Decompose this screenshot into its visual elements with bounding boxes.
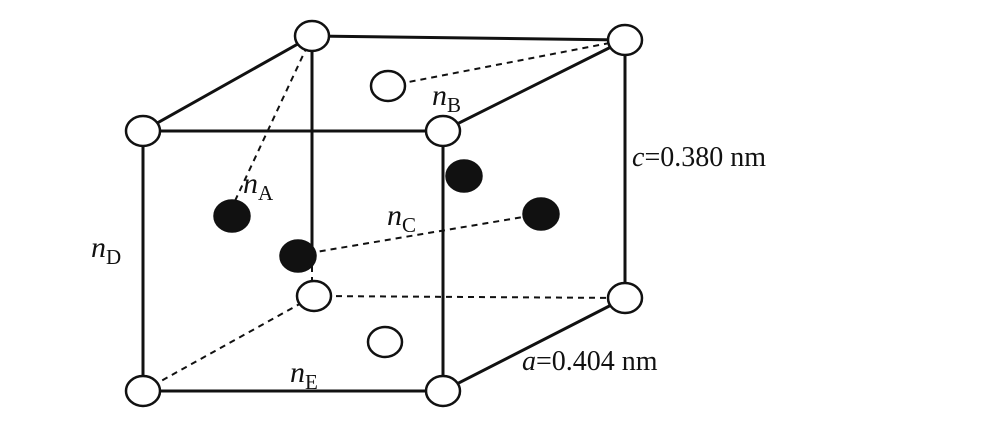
- atom-corner-top-front-left: [124, 114, 162, 148]
- atom-corner-bottom-front-right: [424, 374, 462, 408]
- edge-top-right: [441, 38, 627, 133]
- dash-bottom-back: [313, 295, 626, 299]
- atom-corner-top-front-right: [424, 114, 462, 148]
- label-n-e: nE: [290, 356, 318, 394]
- edge-top-left: [141, 34, 314, 133]
- open-atoms: [124, 19, 644, 408]
- site-labels: nA nB nC nD nE: [91, 79, 461, 394]
- label-n-b: nB: [432, 79, 461, 117]
- dash-n-a: [233, 35, 313, 204]
- label-n-d: nD: [91, 231, 121, 269]
- atom-corner-bottom-front-left: [124, 374, 162, 408]
- edge-top-back: [310, 34, 627, 42]
- dimension-labels: c=0.380 nm a=0.404 nm: [522, 142, 766, 377]
- atom-corner-top-back-right: [606, 23, 644, 57]
- atom-face-front-center: [445, 159, 483, 193]
- dash-n-b: [387, 39, 626, 87]
- atom-face-bottom-center: [366, 325, 404, 359]
- atom-corner-bottom-back-left: [295, 279, 333, 313]
- atom-corner-bottom-back-right: [606, 281, 644, 315]
- label-dimension-c: c=0.380 nm: [632, 142, 766, 173]
- label-n-a: nA: [243, 167, 274, 205]
- atom-face-top-center: [369, 69, 407, 103]
- dash-bottom-left: [142, 295, 315, 392]
- atom-face-right-center: [522, 197, 560, 231]
- filled-atoms: [213, 159, 560, 273]
- atom-face-back-center: [279, 239, 317, 273]
- label-dimension-a: a=0.404 nm: [522, 346, 658, 377]
- atom-face-left-center: [213, 199, 251, 233]
- dash-n-c: [297, 213, 542, 256]
- cube-edges: [141, 34, 627, 393]
- label-n-c: nC: [387, 199, 416, 237]
- atom-corner-top-back-left: [293, 19, 331, 53]
- edge-bottom-right: [441, 296, 627, 393]
